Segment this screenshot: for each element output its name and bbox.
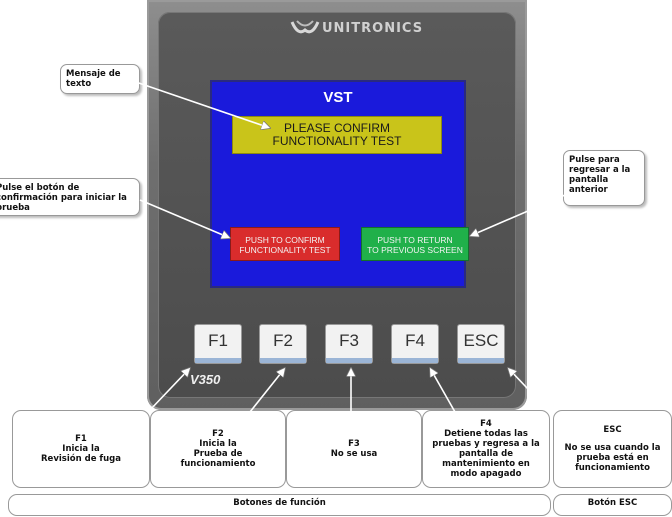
confirm-line-2: FUNCTIONALITY TEST	[239, 245, 331, 255]
f2-description-line-1: Inicia la	[199, 439, 237, 449]
message-line-1: PLEASE CONFIRM	[283, 121, 391, 135]
callout-confirm-line-2: confirmación para iniciar la	[0, 193, 127, 203]
message-line-2: FUNCTIONALITY TEST	[272, 134, 402, 148]
f3-key[interactable]: F3	[326, 325, 372, 363]
f4-description-line-5: modo apagado	[450, 469, 522, 479]
f1-key[interactable]: F1	[195, 325, 241, 363]
arrow-message	[129, 79, 270, 128]
f4-key[interactable]: F4	[392, 325, 438, 363]
callout-message-line-1: Mensaje de	[66, 69, 121, 79]
confirm-line-1: PUSH TO CONFIRM	[245, 235, 325, 245]
callout-message-line-2: texto	[66, 79, 92, 89]
callout-message: Mensaje de texto	[60, 64, 140, 94]
callout-return-line-4: anterior	[569, 185, 608, 195]
f4-description-line-1: Detiene todas las	[444, 429, 528, 439]
f3-description: F3 No se usa	[286, 410, 422, 488]
f2-description-line-3: funcionamiento	[180, 459, 256, 469]
f3-description-title: F3	[348, 439, 360, 449]
esc-description-line-3: funcionamiento	[575, 463, 650, 473]
arrow-esc	[508, 368, 549, 411]
confirm-test-button[interactable]: PUSH TO CONFIRM FUNCTIONALITY TEST	[230, 227, 340, 261]
function-buttons-label: Botones de función	[8, 494, 551, 516]
f2-description: F2 Inicia la Prueba de funcionamiento	[150, 410, 286, 488]
esc-description-line-2: prueba está en	[576, 453, 649, 463]
unitronics-logo-icon	[290, 20, 320, 34]
esc-description-title: ESC	[603, 425, 622, 435]
callout-return-line-2: regresar a la	[569, 165, 631, 175]
callout-return-line-1: Pulse para	[569, 155, 620, 165]
callout-return-line-3: pantalla	[569, 175, 609, 185]
return-button[interactable]: PUSH TO RETURN TO PREVIOUS SCREEN	[361, 227, 469, 261]
esc-description: ESC No se usa cuando la prueba está en f…	[553, 410, 672, 488]
f2-key[interactable]: F2	[260, 325, 306, 363]
esc-description-line-1: No se usa cuando la	[564, 443, 661, 453]
screen-title: VST	[323, 89, 353, 106]
f4-description-line-2: pruebas y regresa a la	[432, 439, 540, 449]
model-label: V350	[190, 372, 221, 387]
f4-description: F4 Detiene todas las pruebas y regresa a…	[422, 410, 550, 488]
return-line-2: TO PREVIOUS SCREEN	[367, 245, 463, 255]
return-line-1: PUSH TO RETURN	[377, 235, 453, 245]
f1-description-title: F1	[75, 434, 87, 444]
f4-description-title: F4	[480, 419, 492, 429]
f1-description-line-2: Revisión de fuga	[41, 454, 121, 464]
callout-return: Pulse para regresar a la pantalla anteri…	[563, 150, 645, 206]
arrow-f1	[149, 368, 190, 411]
f1-description: F1 Inicia la Revisión de fuga	[12, 410, 150, 488]
f2-description-line-2: Prueba de	[193, 449, 243, 459]
text-message: PLEASE CONFIRM FUNCTIONALITY TEST	[232, 116, 442, 154]
f4-description-line-3: pantalla de	[458, 449, 514, 459]
brand-name: UNITRONICS	[322, 21, 424, 36]
callout-confirm-line-3: prueba	[0, 203, 30, 213]
callout-confirm: Pulse el botón de confirmación para inic…	[0, 178, 140, 216]
arrow-return	[470, 194, 566, 236]
arrow-f2	[249, 368, 285, 413]
f1-description-line-1: Inicia la	[62, 444, 100, 454]
esc-key[interactable]: ESC	[458, 325, 504, 363]
f2-description-title: F2	[212, 429, 224, 439]
f3-description-line-1: No se usa	[330, 449, 378, 459]
arrow-confirm	[139, 199, 230, 238]
f4-description-line-4: mantenimiento en	[442, 459, 530, 469]
callout-confirm-line-1: Pulse el botón de	[0, 183, 80, 193]
brand-logo: UNITRONICS	[290, 17, 430, 41]
arrow-f4	[430, 368, 456, 413]
